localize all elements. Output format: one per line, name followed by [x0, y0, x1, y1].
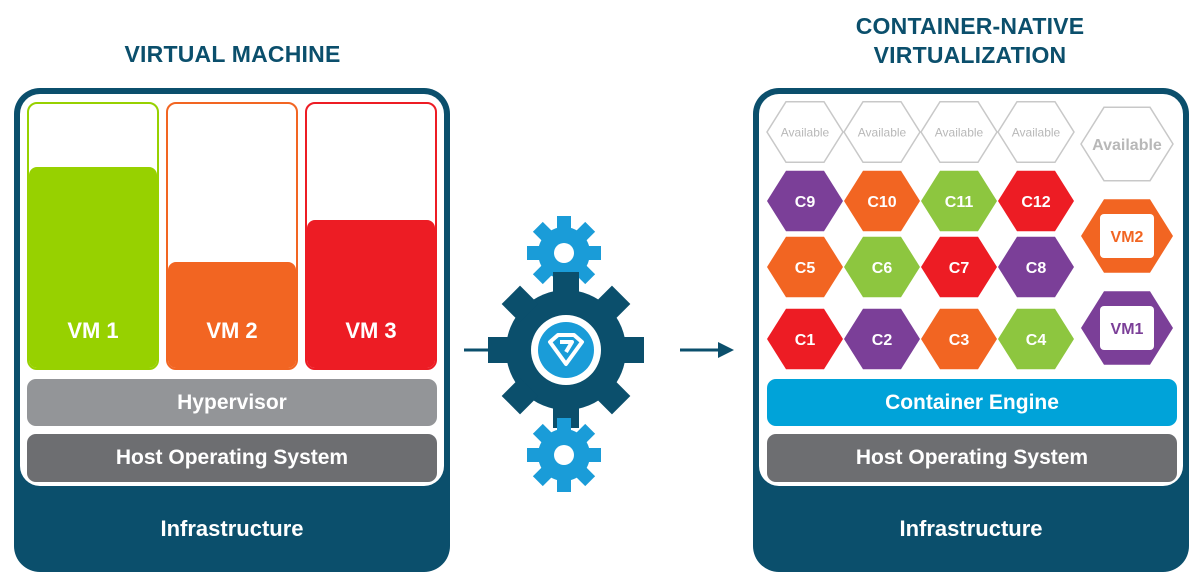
vm3-column: VM 3	[305, 102, 437, 370]
container-hex-label: C3	[949, 332, 970, 349]
available-hex: Available	[843, 100, 921, 164]
cnv-title-line2: VIRTUALIZATION	[873, 42, 1067, 68]
vm-title: VIRTUAL MACHINE	[124, 41, 341, 67]
available-hex-large-label: Available	[1092, 137, 1162, 154]
container-hex-label: C7	[949, 260, 970, 277]
container-hex: C6	[844, 236, 920, 298]
vm-hex: VM2	[1081, 199, 1173, 273]
vm1-column: VM 1	[27, 102, 159, 370]
vm2-label: VM 2	[206, 318, 258, 343]
container-hex: C8	[998, 236, 1074, 298]
vm-hex-label: VM2	[1111, 229, 1144, 246]
vm-hex-label: VM1	[1111, 321, 1144, 338]
vm-hex: VM1	[1081, 291, 1173, 365]
container-hex-label: C8	[1026, 260, 1047, 277]
available-hex-label: Available	[858, 125, 907, 139]
available-hex-label: Available	[781, 125, 830, 139]
container-hex-label: C11	[945, 194, 974, 211]
container-hex-label: C12	[1021, 194, 1050, 211]
container-hex-label: C2	[872, 332, 893, 349]
container-hex: C12	[998, 170, 1074, 232]
available-hex-label: Available	[935, 125, 984, 139]
vm-infrastructure-label: Infrastructure	[160, 516, 304, 541]
cnv-title: CONTAINER-NATIVE VIRTUALIZATION	[780, 12, 1160, 70]
cnv-host-os-bar: Host Operating System	[767, 434, 1177, 482]
vm3-label: VM 3	[345, 318, 397, 343]
container-hex: C5	[767, 236, 843, 298]
container-hex-label: C1	[795, 332, 816, 349]
available-hex-large: Available	[1080, 106, 1174, 182]
container-hex: C3	[921, 308, 997, 370]
vm1-fill	[29, 167, 157, 368]
available-hex: Available	[997, 100, 1075, 164]
gear-small-bottom-icon	[527, 418, 601, 492]
cnv-infrastructure-label: Infrastructure	[899, 516, 1043, 541]
arrow-right-icon	[680, 342, 734, 358]
container-hex: C1	[767, 308, 843, 370]
container-hex-label: C6	[872, 260, 893, 277]
container-hex: C2	[844, 308, 920, 370]
container-hex-label: C5	[795, 260, 816, 277]
vm2-fill	[168, 262, 296, 368]
cnv-title-line1: CONTAINER-NATIVE	[855, 13, 1085, 39]
gear-main-icon	[488, 272, 644, 428]
vm2-column: VM 2	[166, 102, 298, 370]
available-hex: Available	[766, 100, 844, 164]
container-hex-label: C9	[795, 194, 816, 211]
container-hex: C10	[844, 170, 920, 232]
container-engine-bar: Container Engine	[767, 379, 1177, 426]
container-hex-label: C4	[1026, 332, 1047, 349]
available-hex-label: Available	[1012, 125, 1061, 139]
available-hex: Available	[920, 100, 998, 164]
container-hex: C4	[998, 308, 1074, 370]
container-hex-label: C10	[867, 194, 896, 211]
container-hex: C11	[921, 170, 997, 232]
vm3-fill	[307, 220, 435, 368]
vm1-label: VM 1	[67, 318, 119, 343]
hypervisor-bar: Hypervisor	[27, 379, 437, 426]
container-hex: C9	[767, 170, 843, 232]
vm-host-os-bar: Host Operating System	[27, 434, 437, 482]
container-hex: C7	[921, 236, 997, 298]
